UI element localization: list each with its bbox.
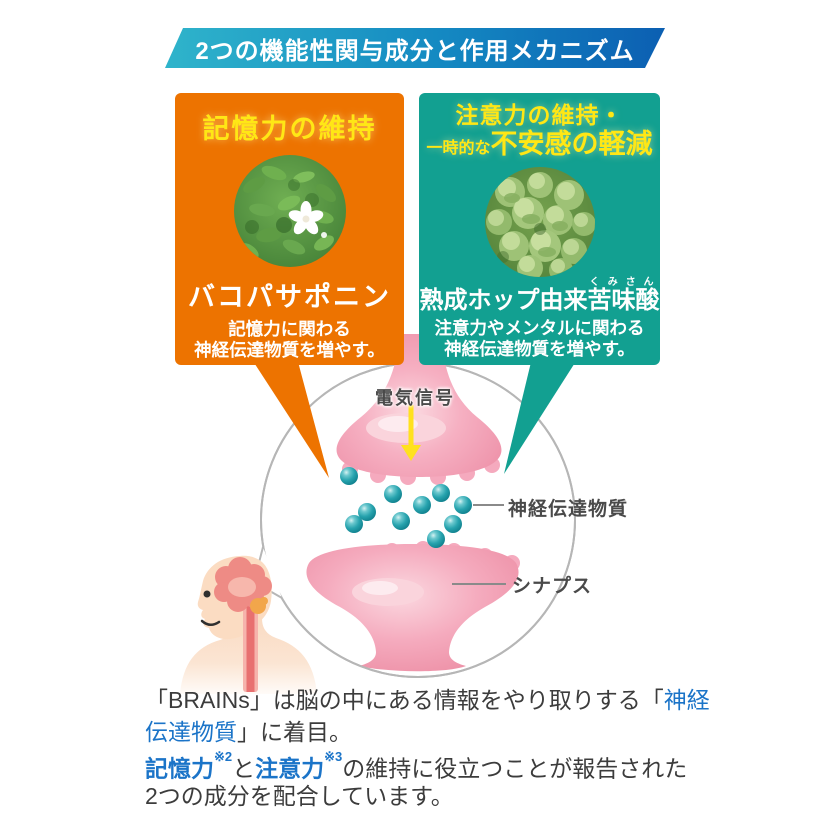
bacopa-photo-wrap bbox=[175, 155, 404, 267]
attention-card-title-line2: 一時的な不安感の軽減 bbox=[419, 129, 660, 164]
attention-title-large: 不安感の軽減 bbox=[490, 129, 653, 159]
brain-head-illustration bbox=[180, 555, 317, 694]
footer-line3-mid: と bbox=[232, 755, 256, 782]
attention-ingredient-base: 苦味酸 bbox=[587, 287, 660, 314]
synapse-diagram bbox=[180, 334, 578, 694]
footer-line2-highlight: 伝達物質 bbox=[145, 719, 237, 745]
footer-line1-text: 「BRAINs」は脳の中にある情報をやり取りする「 bbox=[145, 687, 664, 713]
attention-ingredient-name: 熟成ホップ由来苦味酸くみさん bbox=[419, 277, 660, 313]
footer-line4-text: 2つの成分を配合しています。 bbox=[145, 783, 454, 809]
attention-card-title-line1: 注意力の維持・ bbox=[455, 102, 624, 128]
attention-ingredient-ruby: 苦味酸くみさん bbox=[587, 277, 660, 314]
memory-card-pointer bbox=[251, 358, 329, 478]
hops-photo-wrap bbox=[419, 167, 660, 277]
footnote-ref-3: ※3 bbox=[324, 749, 343, 764]
cerebellum-bump bbox=[260, 597, 268, 605]
memory-desc-line2: 神経伝達物質を増やす。 bbox=[194, 340, 385, 360]
presynaptic-terminal bbox=[336, 334, 502, 485]
brainstem bbox=[246, 598, 255, 692]
memory-card-title: 記憶力の維持 bbox=[202, 114, 377, 144]
hop-cones bbox=[485, 172, 595, 277]
footer-line2: 伝達物質」に着目。 bbox=[145, 716, 725, 748]
synapse-label: シナプス bbox=[512, 576, 593, 597]
smile bbox=[200, 619, 221, 626]
neurotransmitter-label: 神経伝達物質 bbox=[508, 499, 629, 520]
bacopa-plant-photo bbox=[233, 155, 346, 267]
attention-card-pointer bbox=[504, 358, 578, 474]
footer-line3-text: の維持に役立つことが報告された bbox=[342, 755, 688, 782]
header-banner: 2つの機能性関与成分と作用メカニズム bbox=[165, 28, 665, 68]
postsynaptic-terminal bbox=[306, 541, 520, 672]
footer-line4: 2つの成分を配合しています。 bbox=[145, 780, 725, 812]
electric-signal-label: 電気信号 bbox=[375, 388, 455, 408]
electric-signal-arrow bbox=[401, 405, 421, 461]
attention-desc-line1: 注意力やメンタルに関わる bbox=[434, 318, 645, 339]
attention-desc-line2: 神経伝達物質を増やす。 bbox=[444, 339, 635, 360]
memory-desc-line1: 記憶力に関わる bbox=[228, 319, 351, 339]
attention-ingredient-desc: 注意力やメンタルに関わる 神経伝達物質を増やす。 bbox=[419, 318, 660, 360]
brain-inner-lobe bbox=[228, 577, 256, 597]
footer-line1: 「BRAINs」は脳の中にある情報をやり取りする「神経 bbox=[145, 684, 725, 716]
attention-ingredient-card: 注意力の維持・ 一時的な不安感の軽減 bbox=[419, 93, 660, 365]
attention-ingredient-furigana: くみさん bbox=[587, 277, 660, 288]
footnote-ref-2: ※2 bbox=[214, 749, 233, 764]
footer-copy: 「BRAINs」は脳の中にある情報をやり取りする「神経 伝達物質」に着目。 記憶… bbox=[145, 684, 725, 812]
footer-term-memory: 記憶力 bbox=[145, 755, 214, 782]
memory-ingredient-name: バコパサポニン bbox=[188, 282, 391, 312]
footer-line3: 記憶力※2と注意力※3の維持に役立つことが報告された bbox=[145, 748, 725, 782]
attention-title-small: 一時的な bbox=[426, 140, 491, 157]
footer-term-attention: 注意力 bbox=[255, 755, 325, 782]
footer-line1-highlight: 神経 bbox=[663, 687, 710, 713]
memory-ingredient-card: 記憶力の維持 bbox=[175, 93, 404, 365]
footer-line2-text: 」に着目。 bbox=[237, 719, 352, 745]
hops-plant-photo bbox=[484, 167, 595, 277]
memory-ingredient-desc: 記憶力に関わる 神経伝達物質を増やす。 bbox=[175, 319, 404, 361]
bacopa-flower bbox=[288, 201, 323, 235]
eye bbox=[203, 590, 211, 598]
attention-ingredient-prefix: 熟成ホップ由来 bbox=[419, 287, 588, 314]
neurotransmitter-dots bbox=[340, 467, 472, 548]
banner-title: 2つの機能性関与成分と作用メカニズム bbox=[195, 37, 635, 65]
